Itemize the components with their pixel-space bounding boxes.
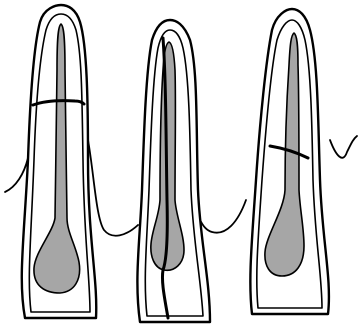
- tooth-left: [22, 5, 96, 318]
- tooth-right: [250, 9, 329, 314]
- bone-contour-left: [5, 158, 28, 192]
- tooth-middle: [137, 20, 210, 322]
- bone-contour-right: [330, 136, 357, 158]
- bone-contour-middle-left: [88, 140, 138, 236]
